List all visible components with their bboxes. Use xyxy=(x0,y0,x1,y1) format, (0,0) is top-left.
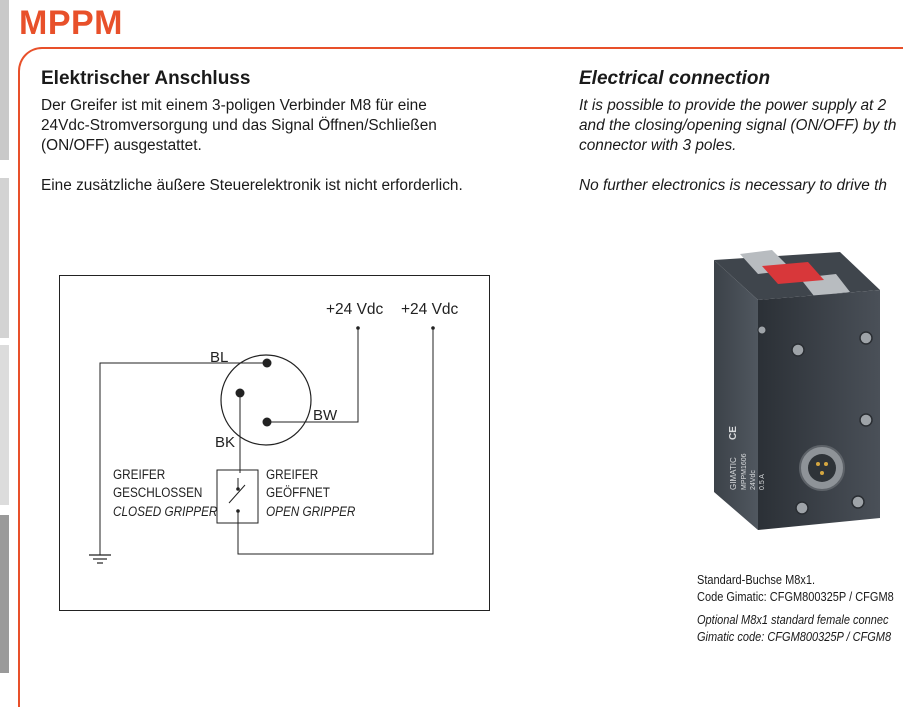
connector-circle xyxy=(220,354,312,446)
side-tab-strip xyxy=(0,345,9,505)
closed-label-en: CLOSED GRIPPER xyxy=(113,503,217,519)
english-section: Electrical connection It is possible to … xyxy=(579,68,903,196)
product-label-line: MPPM1606 xyxy=(741,453,748,490)
product-label-line: GIMATIC xyxy=(729,457,738,490)
product-side-label: GIMATIC MPPM1606 24Vdc 0.5 A CE xyxy=(728,426,766,490)
caption-line: Optional M8x1 standard female connec xyxy=(697,612,889,627)
german-section: Elektrischer Anschluss Der Greifer ist m… xyxy=(41,68,561,196)
caption-line: Gimatic code: CFGM800325P / CFGM8 xyxy=(697,629,892,644)
terminal-dot xyxy=(431,326,435,330)
gripper-red-slot xyxy=(762,262,824,284)
closed-label-de-1: GREIFER xyxy=(113,466,165,482)
ground-symbol xyxy=(89,554,111,564)
diagram-frame xyxy=(59,275,490,611)
open-gripper-label: GREIFER GEÖFFNET OPEN GRIPPER xyxy=(266,466,355,519)
screw xyxy=(851,495,865,509)
german-heading: Elektrischer Anschluss xyxy=(41,68,251,89)
side-tab-strip xyxy=(0,0,9,160)
wiring-diagram: +24 Vdc +24 Vdc BL BW BK GREIFER GESCHLO… xyxy=(59,275,490,611)
switch-blade xyxy=(228,484,246,504)
gripper-side-face xyxy=(714,260,758,530)
product-label-line: 0.5 A xyxy=(759,474,766,490)
m8-connector xyxy=(799,445,845,491)
screw xyxy=(757,325,767,335)
english-heading: Electrical connection xyxy=(579,68,771,89)
closed-gripper-label: GREIFER GESCHLOSSEN CLOSED GRIPPER xyxy=(113,466,217,519)
side-tab-strip-active xyxy=(0,515,9,673)
pin-label-bl: BL xyxy=(210,349,228,366)
supply-label-2: +24 Vdc xyxy=(401,301,459,318)
german-paragraph-1: Der Greifer ist mit einem 3-poligen Verb… xyxy=(41,97,437,154)
english-paragraph-2: No further electronics is necessary to d… xyxy=(579,177,887,194)
open-label-en: OPEN GRIPPER xyxy=(266,503,355,519)
pin-label-bk: BK xyxy=(215,434,235,451)
product-label-line: 24Vdc xyxy=(750,470,757,490)
terminal-dot xyxy=(356,326,360,330)
content-frame xyxy=(18,47,903,707)
wire-signal xyxy=(237,328,434,555)
open-label-de-1: GREIFER xyxy=(266,466,318,482)
caption-standard: Standard-Buchse M8x1. Code Gimatic: CFGM… xyxy=(697,571,903,605)
gripper-product-image: GIMATIC MPPM1606 24Vdc 0.5 A CE xyxy=(714,250,880,530)
wire-bl xyxy=(99,362,267,555)
open-label-de-2: GEÖFFNET xyxy=(266,484,330,500)
caption-line: Code Gimatic: CFGM800325P / CFGM8 xyxy=(697,589,894,604)
english-paragraph-1: It is possible to provide the power supp… xyxy=(579,97,897,154)
brand-title: MPPM xyxy=(19,4,123,42)
ce-mark: CE xyxy=(728,426,739,440)
wire-bw xyxy=(267,328,359,423)
screw xyxy=(795,501,809,515)
caption-optional: Optional M8x1 standard female connec Gim… xyxy=(697,611,903,645)
side-tab-strip xyxy=(0,178,9,338)
supply-label-1: +24 Vdc xyxy=(326,301,384,318)
screw xyxy=(791,343,805,357)
caption-line: Standard-Buchse M8x1. xyxy=(697,572,816,587)
closed-label-de-2: GESCHLOSSEN xyxy=(113,484,202,500)
screw xyxy=(859,331,873,345)
pin-label-bw: BW xyxy=(313,407,338,424)
gripper-front-face xyxy=(758,290,880,530)
screw xyxy=(859,413,873,427)
connector-caption: Standard-Buchse M8x1. Code Gimatic: CFGM… xyxy=(697,571,903,645)
german-paragraph-2: Eine zusätzliche äußere Steuerelektronik… xyxy=(41,177,463,194)
